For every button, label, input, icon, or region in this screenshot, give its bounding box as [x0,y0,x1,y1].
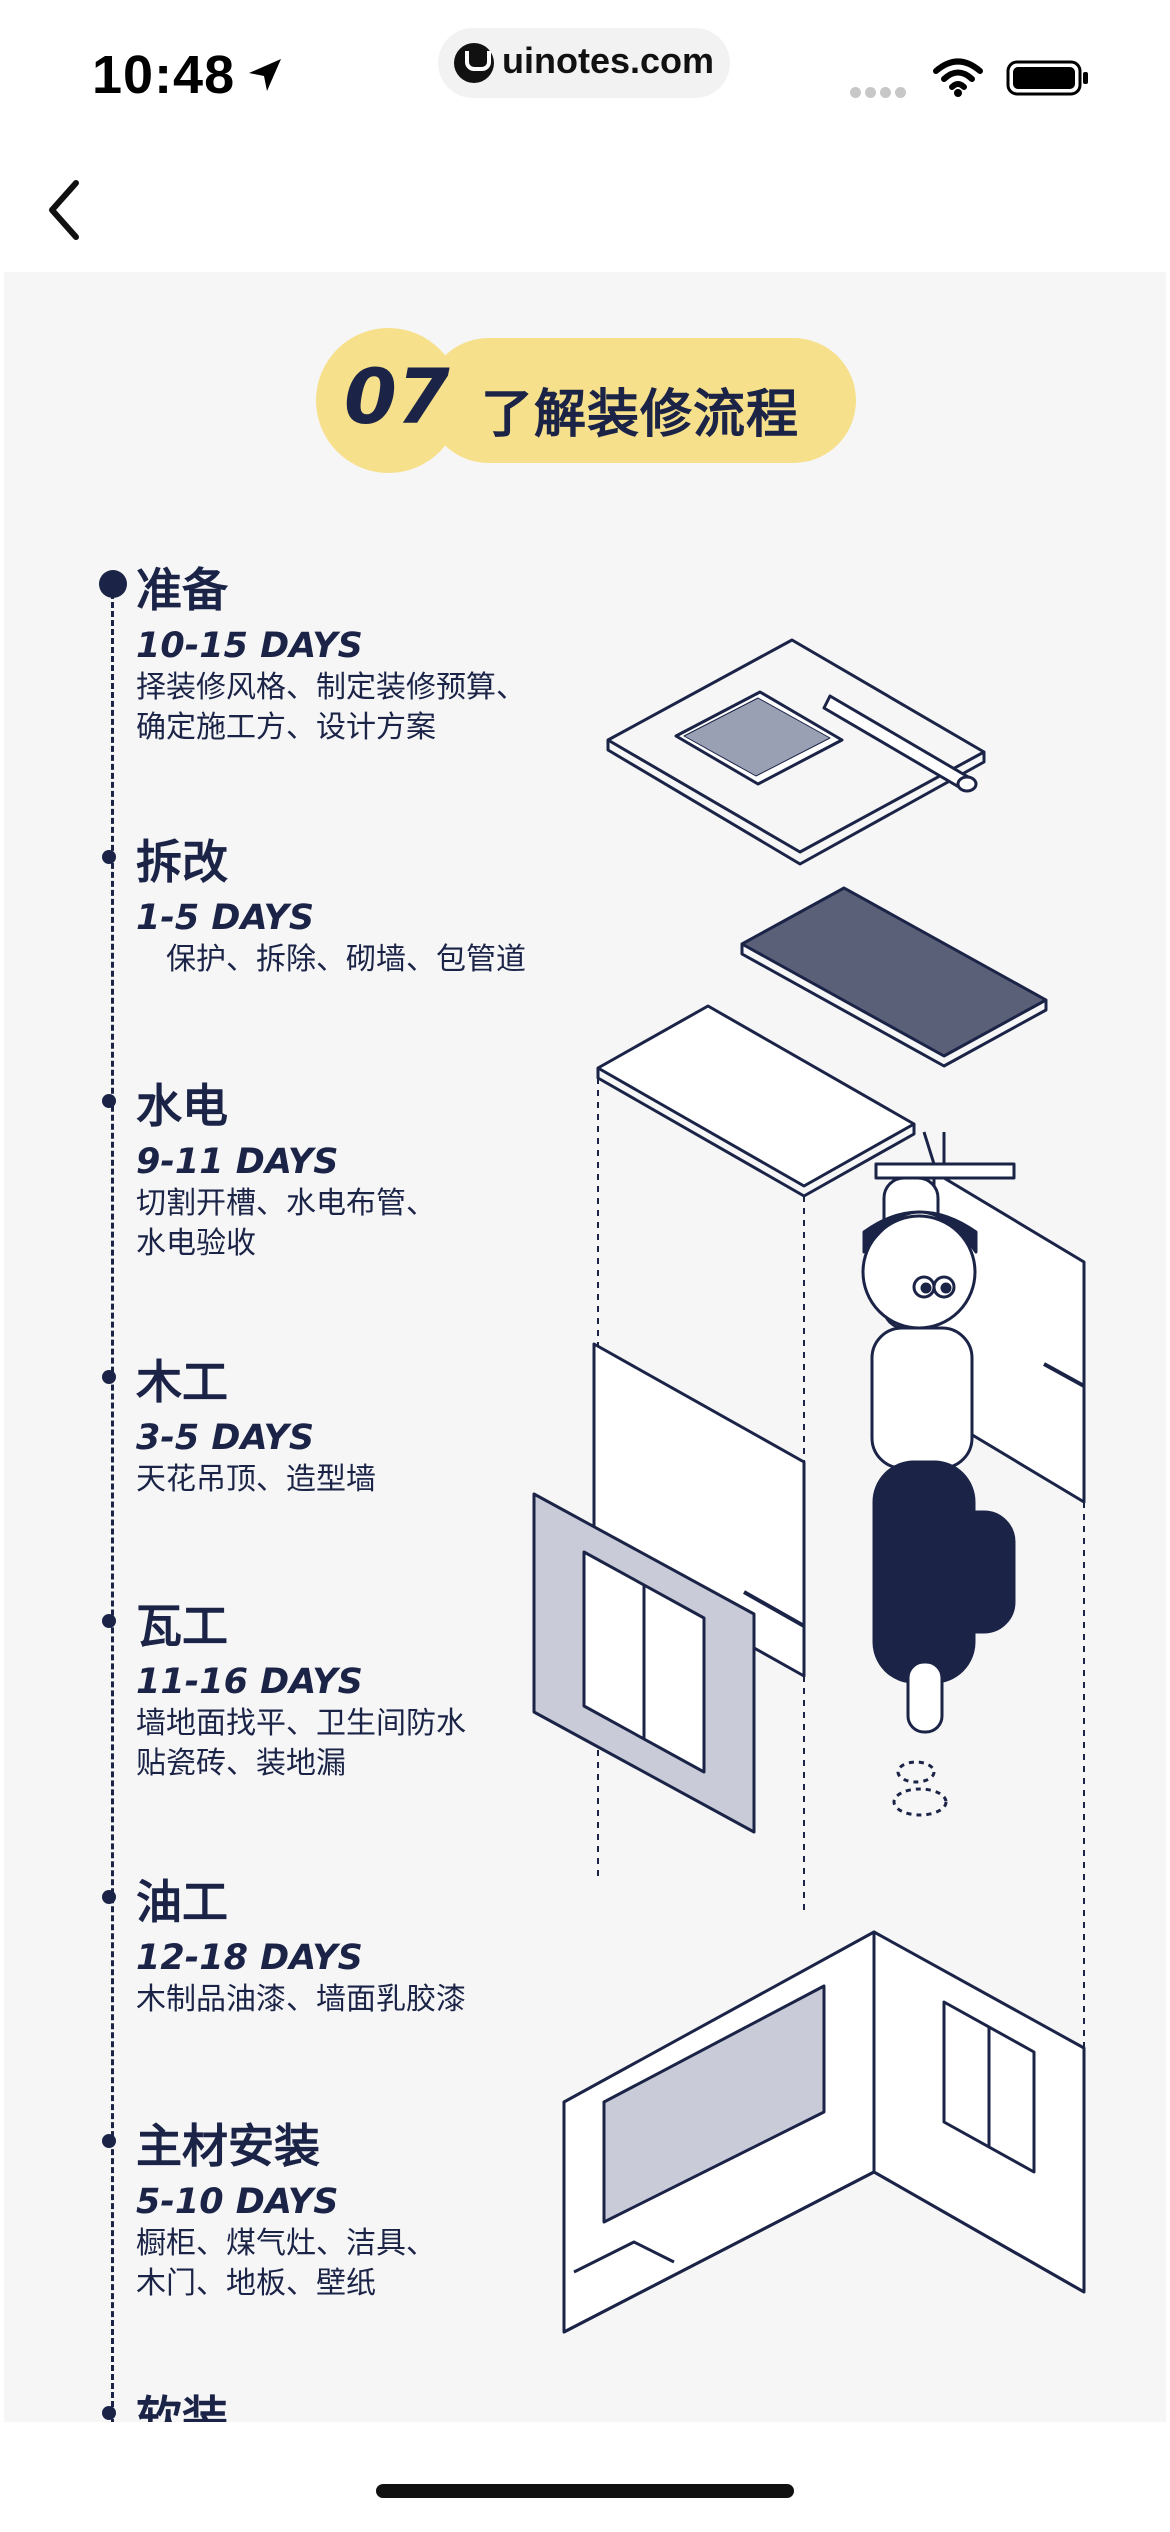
site-logo-icon [454,43,494,83]
step-days: 12-18 DAYS [136,1938,363,1978]
step-desc-line: 切割开槽、水电布管、 [136,1186,436,1221]
timeline-dot [102,2134,116,2148]
step-title: 主材安装 [136,2119,320,2173]
step-main-materials: 主材安装 5-10 DAYS 橱柜、煤气灶、洁具、 木门、地板、壁纸 [102,2118,656,2304]
step-days: 9-11 DAYS [136,1142,339,1182]
step-desc-line: 择装修风格、制定装修预算、 [136,670,526,705]
section-number: 07 [344,352,450,441]
infographic: 07 了解装修流程 准备 10-15 DAYS 择装修风格、制定装修预算、 确定… [4,272,1166,2422]
step-desc-line: 墙地面找平、卫生间防水 [136,1706,466,1741]
badge-pill [426,338,856,463]
step-desc-line: 保护、拆除、砌墙、包管道 [166,942,526,977]
step-days: 1-5 DAYS [136,898,315,938]
step-title: 油工 [136,1875,228,1929]
step-title: 准备 [136,563,228,617]
step-days: 3-5 DAYS [136,1418,315,1458]
step-plumbing-electric: 水电 9-11 DAYS 切割开槽、水电布管、 水电验收 [102,1078,656,1264]
status-time: 10:48 [92,45,236,105]
nav-bar [0,150,1170,270]
step-carpentry: 木工 3-5 DAYS 天花吊顶、造型墙 [102,1354,656,1500]
step-demolition: 拆改 1-5 DAYS 保护、拆除、砌墙、包管道 [102,834,656,980]
url-text: uinotes.com [502,40,715,81]
url-pill[interactable]: uinotes.com [438,28,730,98]
status-bar: 10:48 uinotes.com [0,0,1170,150]
step-days: 10-15 DAYS [136,626,363,666]
location-arrow-icon [249,59,281,91]
timeline-dot [102,1094,116,1108]
section-title: 了解装修流程 [481,385,800,445]
step-painting: 油工 12-18 DAYS 木制品油漆、墙面乳胶漆 [102,1874,656,2020]
step-desc-line: 木门、地板、壁纸 [136,2266,376,2301]
step-title: 软装 [136,2391,228,2422]
signal-icon [850,83,912,98]
renovation-illustration [532,638,1086,2334]
timeline-dot [102,2406,116,2420]
timeline-dot [102,1370,116,1384]
step-tiling: 瓦工 11-16 DAYS 墙地面找平、卫生间防水 贴瓷砖、装地漏 [102,1598,656,1784]
battery-icon [1006,60,1088,96]
home-indicator[interactable] [376,2484,794,2498]
step-title: 木工 [136,1355,228,1409]
step-title: 拆改 [136,835,228,889]
step-days: 11-16 DAYS [136,1662,363,1702]
step-desc-line: 木制品油漆、墙面乳胶漆 [136,1982,466,2017]
step-desc-line: 贴瓷砖、装地漏 [136,1746,346,1781]
step-desc-line: 水电验收 [136,1226,256,1261]
step-desc-line: 确定施工方、设计方案 [136,710,436,745]
step-desc-line: 橱柜、煤气灶、洁具、 [136,2226,436,2261]
section-title-badge: 07 了解装修流程 [316,328,856,473]
step-prepare: 准备 10-15 DAYS 择装修风格、制定装修预算、 确定施工方、设计方案 [136,562,656,748]
timeline-dot [102,1614,116,1628]
timeline-start-dot [99,570,127,598]
step-soft-furnishing: 软装 [102,2390,656,2422]
step-days: 5-10 DAYS [136,2182,339,2222]
wifi-icon [933,58,983,97]
step-title: 瓦工 [136,1599,228,1653]
step-desc-line: 天花吊顶、造型墙 [136,1462,376,1497]
step-title: 水电 [136,1079,228,1133]
timeline-dot [102,1890,116,1904]
chevron-left-icon[interactable] [40,175,88,245]
timeline-line [111,584,114,2422]
timeline-dot [102,850,116,864]
